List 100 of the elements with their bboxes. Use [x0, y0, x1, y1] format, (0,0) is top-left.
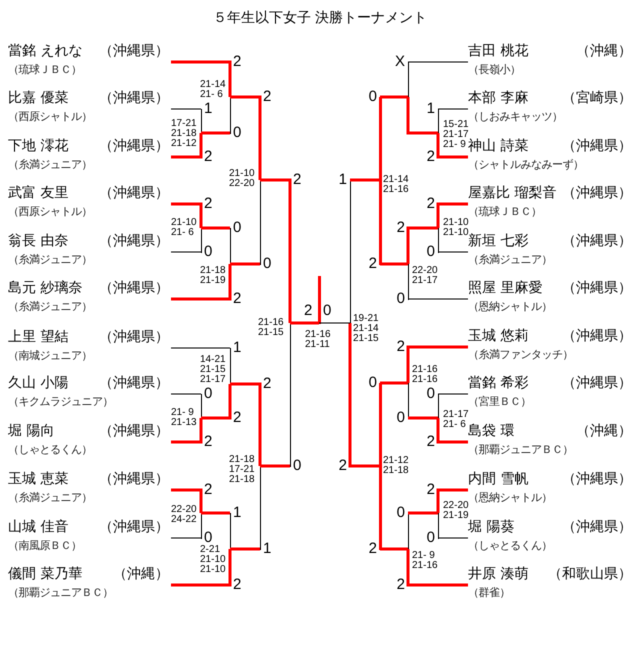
edge-label: 0 — [426, 244, 435, 260]
edge-label: 2 — [204, 434, 212, 450]
game-score: 21-10 — [171, 218, 197, 228]
bracket-connector — [350, 178, 380, 182]
game-score: 21-16 — [412, 375, 438, 385]
player-name: 玉城 悠莉 — [468, 326, 528, 344]
edge-label: 2 — [368, 256, 377, 272]
edge-label: 0 — [204, 530, 212, 546]
game-score: 2-21 — [200, 545, 222, 555]
edge-label: 0 — [263, 256, 272, 272]
prefecture-label: （沖縄県） — [99, 374, 170, 392]
bracket-connector — [380, 96, 408, 98]
player-name: 儀間 菜乃華 — [8, 564, 82, 582]
prefecture-label: （沖縄） — [576, 422, 633, 440]
bracket-connector — [406, 549, 468, 586]
edge-label: 0 — [323, 303, 332, 319]
player-name: 堀 陽葵 — [468, 518, 514, 536]
bracket-connector — [171, 418, 202, 444]
game-score: 21-16 — [258, 318, 284, 328]
game-score: 21-15 — [353, 334, 379, 344]
bracket-connector — [436, 488, 468, 513]
bracket-connector — [406, 97, 438, 134]
game-score: 22-20 — [412, 266, 438, 276]
prefecture-label: （沖縄県） — [562, 232, 633, 250]
bracket-connector — [201, 512, 230, 514]
edge-label: 2 — [396, 577, 405, 593]
player-name: 照屋 里麻愛 — [468, 278, 542, 296]
team-label: （恩納シャトル） — [468, 300, 552, 313]
bracket-connector — [201, 132, 230, 134]
game-score: 22-20 — [229, 179, 255, 189]
player-name: 翁長 由奈 — [8, 232, 68, 250]
game-score: 21-18 — [171, 129, 197, 139]
bracket-connector — [436, 418, 468, 444]
bracket-connector — [230, 548, 260, 550]
game-score: 21-10 — [443, 228, 469, 238]
team-label: （糸満ジュニア） — [468, 253, 552, 266]
team-label: （群雀） — [468, 586, 510, 599]
team-label: （長嶺小） — [468, 63, 520, 76]
player-name: 井原 湊萌 — [468, 564, 528, 582]
game-score: 21-10 — [229, 169, 255, 179]
bracket-connector — [436, 202, 468, 228]
game-score: 21-17 — [412, 276, 438, 286]
player-name: 下地 澪花 — [8, 136, 68, 154]
game-score: 17-21 — [229, 465, 255, 475]
game-score: 21-17 — [443, 130, 469, 140]
game-score: 21- 9 — [443, 140, 467, 150]
edge-label: 0 — [396, 291, 405, 307]
prefecture-label: （沖縄） — [576, 42, 633, 60]
game-score: 21-15 — [258, 328, 284, 338]
edge-label: 0 — [204, 386, 212, 402]
prefecture-label: （沖縄県） — [562, 326, 633, 344]
edge-label: 2 — [233, 410, 242, 426]
player-name: 島袋 環 — [468, 422, 514, 440]
game-score: 21-14 — [383, 175, 409, 185]
bracket-connector — [408, 512, 438, 514]
game-score: 22-20 — [443, 501, 469, 511]
edge-label: 1 — [263, 541, 272, 557]
bracket-connector — [170, 108, 202, 110]
edge-label: 1 — [204, 101, 212, 117]
bracket-line — [378, 97, 382, 265]
game-score: 21-18 — [200, 266, 226, 276]
team-label: （糸満ジュニア） — [8, 253, 92, 266]
edge-label: 2 — [338, 458, 347, 474]
edge-label: 2 — [233, 291, 242, 307]
bracket-connector — [348, 323, 380, 468]
game-score: 21-13 — [171, 418, 197, 428]
game-score: 21-17 — [443, 410, 469, 420]
game-score: 24-22 — [171, 515, 197, 525]
bracket-connector — [380, 262, 408, 266]
bracket-connector — [380, 382, 408, 384]
game-score: 21- 6 — [200, 90, 224, 100]
bracket-connector — [260, 464, 290, 468]
edge-label: 2 — [204, 482, 212, 498]
game-score: 21-19 — [200, 276, 226, 286]
game-score: 21-16 — [383, 185, 409, 195]
player-name: 上里 望結 — [8, 328, 68, 346]
edge-label: 0 — [396, 505, 405, 521]
bracket-connector — [171, 488, 202, 513]
player-name: 堀 陽向 — [8, 422, 54, 440]
bracket-connector — [406, 226, 438, 264]
edge-label: 2 — [426, 482, 435, 498]
player-name: 比嘉 優菜 — [8, 88, 68, 106]
bracket-connector — [408, 298, 468, 300]
team-label: （しおみキャッツ） — [468, 110, 562, 123]
edge-label: 0 — [426, 530, 435, 546]
player-name: 内間 雪帆 — [468, 470, 528, 488]
team-label: （恩納シャトル） — [468, 491, 552, 504]
edge-label: 2 — [204, 149, 212, 165]
bracket-connector — [408, 416, 438, 420]
edge-label: 0 — [204, 244, 212, 260]
player-name: 吉田 桃花 — [468, 42, 528, 60]
team-label: （那覇ジュニアＢＣ） — [8, 586, 113, 599]
edge-label: 0 — [233, 125, 242, 141]
team-label: （糸満ジュニア） — [8, 158, 92, 171]
bracket-connector — [171, 133, 202, 158]
team-label: （糸満ジュニア） — [8, 491, 92, 504]
edge-label: 2 — [233, 577, 242, 593]
game-score: 21- 9 — [171, 408, 195, 418]
prefecture-label: （沖縄県） — [562, 470, 633, 488]
team-label: （シャトルみなみーず） — [468, 158, 584, 171]
